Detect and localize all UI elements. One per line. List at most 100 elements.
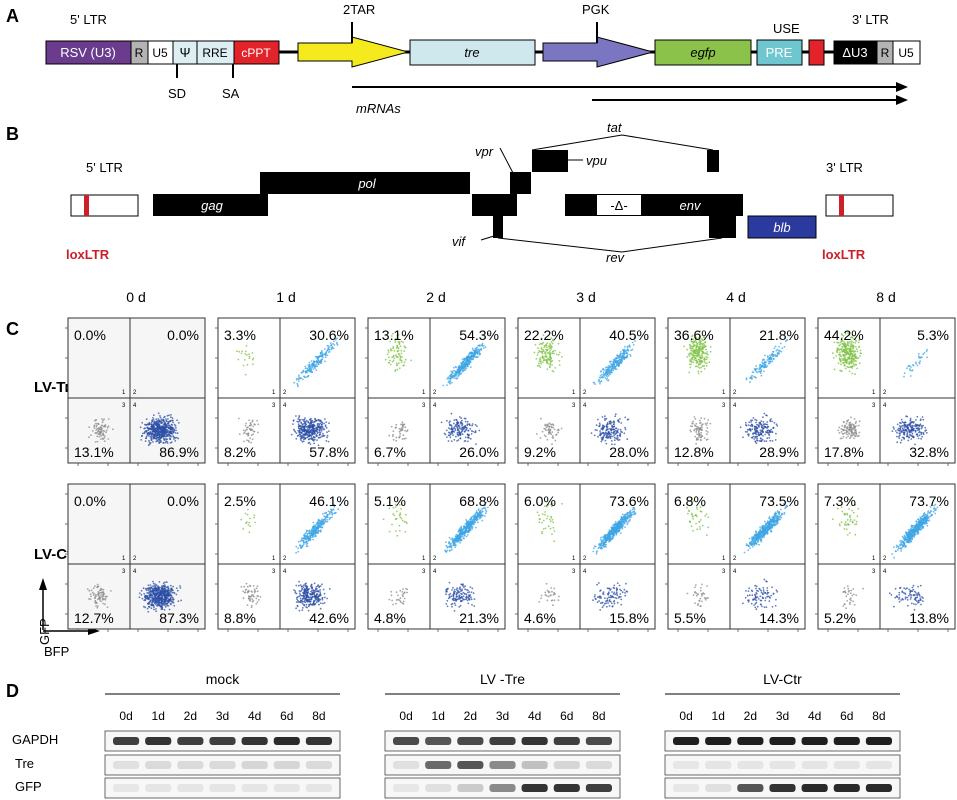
flow-dot xyxy=(242,597,245,600)
flow-dot xyxy=(300,599,302,602)
flow-dot xyxy=(308,366,310,368)
flow-dot xyxy=(246,363,249,366)
flow-dot xyxy=(550,348,552,350)
flow-dot xyxy=(103,425,106,428)
flow-dot xyxy=(600,373,603,376)
flow-dot xyxy=(297,547,300,550)
flow-dot xyxy=(102,592,105,595)
flow-dot xyxy=(96,583,99,586)
flow-dot xyxy=(775,423,778,426)
flow-dot xyxy=(851,372,853,375)
flow-dot xyxy=(153,598,156,600)
flow-dot xyxy=(456,422,459,425)
flow-dot xyxy=(760,423,762,426)
flow-dot xyxy=(558,351,561,354)
flow-dot xyxy=(605,371,608,373)
flow-dot xyxy=(149,594,151,597)
flow-dot xyxy=(173,436,176,439)
flow-dot xyxy=(149,596,152,599)
flow-dot xyxy=(171,600,174,602)
flow-dot xyxy=(155,608,157,610)
flow-dot xyxy=(557,342,560,345)
flow-dot xyxy=(154,592,157,595)
flow-dot xyxy=(328,350,331,353)
flow-dot xyxy=(170,426,173,428)
flow-dot xyxy=(173,429,176,431)
flow-dot xyxy=(157,587,160,590)
flow-dot xyxy=(614,415,617,418)
flow-dot xyxy=(251,420,254,423)
flow-dot xyxy=(618,421,620,423)
flow-dot xyxy=(299,425,301,428)
flow-dot xyxy=(295,607,297,610)
flow-dot xyxy=(753,425,756,428)
flow-dot xyxy=(301,602,304,605)
flow-dot xyxy=(450,424,452,426)
flow-dot xyxy=(605,366,607,369)
flow-dot xyxy=(404,346,407,349)
flow-dot xyxy=(916,433,919,436)
flow-dot xyxy=(542,348,544,351)
flow-dot xyxy=(388,356,390,359)
flow-dot xyxy=(691,422,694,424)
flow-dot xyxy=(854,346,857,348)
flow-dot xyxy=(155,610,158,613)
flow-dot xyxy=(324,356,327,359)
flow-dot xyxy=(833,368,836,371)
flow-dot xyxy=(317,444,320,447)
flow-dot xyxy=(318,585,321,588)
flow-dot xyxy=(599,424,601,426)
flow-dot xyxy=(295,437,298,440)
flow-dot xyxy=(705,358,708,361)
flow-dot xyxy=(306,536,308,539)
flow-dot xyxy=(396,334,399,337)
flow-dot xyxy=(400,359,403,362)
flow-dot xyxy=(914,430,917,432)
flow-dot xyxy=(544,351,547,354)
flow-dot xyxy=(304,367,307,370)
flow-dot xyxy=(908,429,911,432)
ltr5-label-b: 5' LTR xyxy=(86,160,123,175)
flow-dot xyxy=(687,353,690,356)
flow-dot xyxy=(848,433,851,435)
flow-dot xyxy=(319,529,322,532)
flow-dot xyxy=(487,333,490,335)
flow-dot xyxy=(763,440,766,442)
flow-dot xyxy=(169,432,172,435)
flow-dot xyxy=(703,417,706,420)
flow-dot xyxy=(610,440,613,442)
flow-dot xyxy=(102,602,105,605)
flow-dot xyxy=(852,362,855,365)
flow-dot xyxy=(147,610,150,613)
flow-dot xyxy=(252,357,255,360)
flow-dot xyxy=(907,427,909,430)
flow-dot xyxy=(771,360,774,363)
flow-dot xyxy=(605,432,608,435)
flow-dot xyxy=(620,351,622,353)
flow-dot xyxy=(693,429,695,432)
flow-dot xyxy=(619,360,621,363)
flow-dot xyxy=(836,347,839,350)
flow-dot xyxy=(706,433,708,436)
flow-dot xyxy=(392,359,395,362)
flow-dot xyxy=(151,420,154,423)
flow-dot xyxy=(922,431,925,434)
flow-dot xyxy=(301,371,303,374)
flow-dot xyxy=(149,584,152,586)
flow-dot xyxy=(152,423,155,426)
flow-dot xyxy=(172,421,175,424)
flow-dot xyxy=(697,355,700,358)
flow-dot xyxy=(243,440,245,443)
pct-upper-left: 0.0% xyxy=(74,327,106,343)
flow-dot xyxy=(248,595,250,598)
flow-dot xyxy=(316,585,319,587)
flow-dot xyxy=(304,371,307,374)
flow-dot xyxy=(317,422,320,425)
flow-dot xyxy=(301,600,304,603)
pct-lower-right: 32.8% xyxy=(909,444,949,460)
flow-dot xyxy=(621,355,624,357)
flow-dot xyxy=(325,520,327,523)
flow-dot xyxy=(451,428,453,431)
flow-dot xyxy=(619,418,621,420)
flow-dot xyxy=(847,357,850,359)
